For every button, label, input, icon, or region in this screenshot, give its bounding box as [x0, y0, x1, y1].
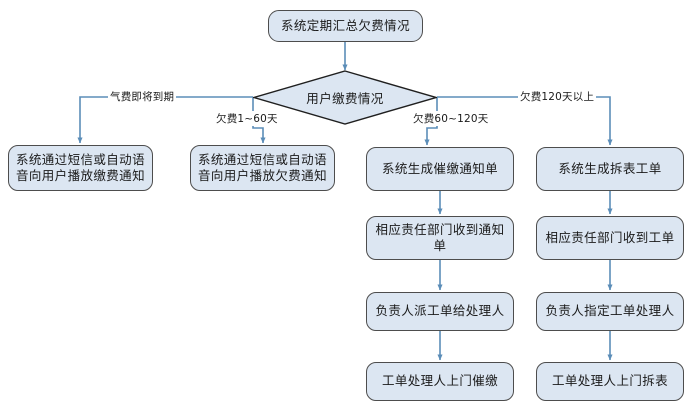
node-branch4-step1-label: 系统生成拆表工单 — [558, 160, 662, 176]
node-decision[interactable]: 用户缴费情况 — [253, 70, 437, 125]
node-branch4-step2[interactable]: 相应责任部门收到工单 — [536, 216, 684, 260]
node-branch3-step4[interactable]: 工单处理人上门催缴 — [366, 362, 514, 401]
node-branch3-step3[interactable]: 负责人派工单给处理人 — [366, 292, 514, 331]
node-branch1-step1[interactable]: 系统通过短信或自动语音向用户播放缴费通知 — [8, 145, 153, 191]
node-branch3-step1[interactable]: 系统生成催缴通知单 — [366, 147, 514, 191]
node-branch3-step4-label: 工单处理人上门催缴 — [381, 373, 499, 389]
edge-label-branch1: 气费即将到期 — [108, 89, 177, 104]
node-branch3-step1-label: 系统生成催缴通知单 — [381, 160, 499, 176]
node-branch2-step1-label: 系统通过短信或自动语音向用户播放欠费通知 — [197, 151, 327, 184]
edge-label-branch2: 欠费1~60天 — [214, 111, 280, 126]
node-branch3-step3-label: 负责人派工单给处理人 — [375, 303, 505, 319]
node-start-label: 系统定期汇总欠费情况 — [280, 17, 410, 33]
node-branch4-step3-label: 负责人指定工单处理人 — [545, 303, 675, 319]
node-branch1-step1-label: 系统通过短信或自动语音向用户播放缴费通知 — [15, 151, 145, 184]
edge-label-branch3: 欠费60~120天 — [411, 111, 491, 126]
node-branch3-step2-label: 相应责任部门收到通知单 — [375, 221, 505, 254]
node-branch3-step2[interactable]: 相应责任部门收到通知单 — [366, 216, 514, 260]
node-start[interactable]: 系统定期汇总欠费情况 — [268, 10, 423, 42]
node-branch4-step2-label: 相应责任部门收到工单 — [545, 229, 675, 245]
edge-label-branch4: 欠费120天以上 — [518, 89, 597, 104]
node-branch4-step3[interactable]: 负责人指定工单处理人 — [536, 292, 684, 331]
node-branch4-step4[interactable]: 工单处理人上门拆表 — [536, 362, 684, 401]
node-branch4-step1[interactable]: 系统生成拆表工单 — [536, 147, 684, 191]
node-branch2-step1[interactable]: 系统通过短信或自动语音向用户播放欠费通知 — [190, 145, 335, 191]
node-branch4-step4-label: 工单处理人上门拆表 — [551, 373, 669, 389]
diamond-shape — [253, 70, 437, 125]
